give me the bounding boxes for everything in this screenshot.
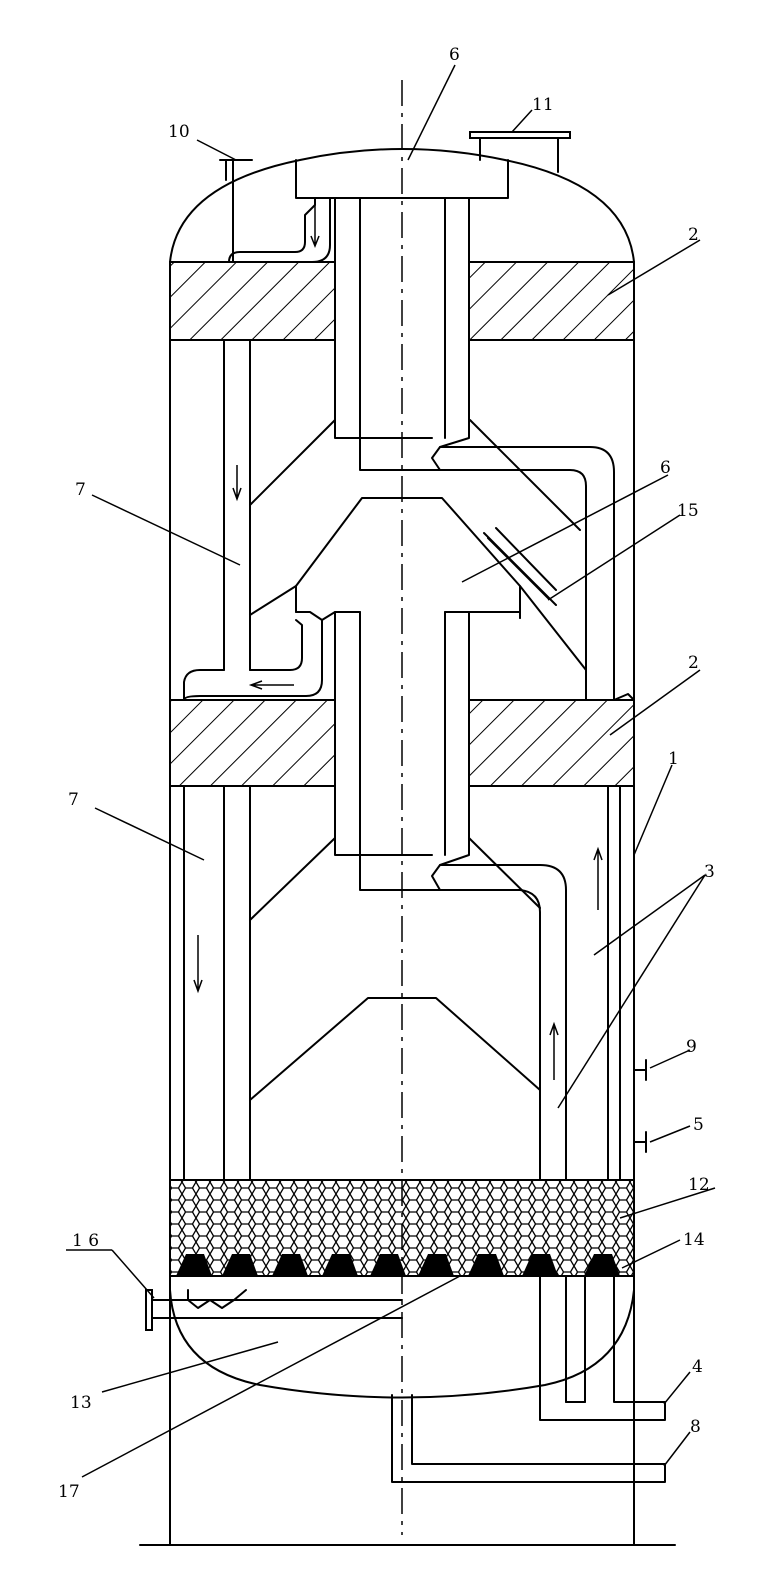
lower-riser-pipe: [439, 785, 621, 1181]
label-8: 8: [690, 1417, 701, 1437]
label-16: 1 6: [72, 1231, 99, 1251]
label-10: 10: [168, 122, 190, 142]
side-nozzle-9: [633, 1059, 647, 1081]
label-3: 3: [704, 862, 715, 882]
leader-lines: [66, 64, 716, 1478]
label-7-lower: 7: [68, 790, 79, 810]
bottom-inlet-16: [145, 1289, 403, 1331]
middle-tube-sheet: [169, 699, 635, 787]
lower-downcomer: [183, 785, 251, 1181]
top-nozzle-11: [469, 131, 571, 173]
lower-mixing-cone: [249, 837, 541, 1101]
label-6-mid: 6: [660, 458, 671, 478]
label-14: 14: [683, 1230, 705, 1250]
outlet-4: [539, 1275, 666, 1421]
upper-riser-pipe: [439, 446, 635, 701]
label-7-upper: 7: [75, 480, 86, 500]
label-6-top: 6: [449, 45, 460, 65]
label-13: 13: [70, 1393, 92, 1413]
label-15: 15: [677, 501, 699, 521]
label-1: 1: [668, 749, 679, 769]
label-11: 11: [532, 95, 554, 115]
label-5: 5: [693, 1115, 704, 1135]
label-9: 9: [686, 1037, 697, 1057]
upper-mixing-cone: [249, 419, 587, 891]
distributor-caps: [176, 1254, 620, 1276]
sight-glass-port: [483, 527, 557, 606]
label-17: 17: [58, 1482, 80, 1502]
label-12: 12: [688, 1175, 710, 1195]
outlet-8: [391, 1394, 666, 1483]
label-2-upper: 2: [688, 225, 699, 245]
vessel-shell: [169, 148, 635, 1546]
side-nozzle-5: [633, 1131, 647, 1153]
flow-arrows: [193, 205, 603, 1080]
label-2-middle: 2: [688, 653, 699, 673]
label-4: 4: [692, 1357, 703, 1377]
